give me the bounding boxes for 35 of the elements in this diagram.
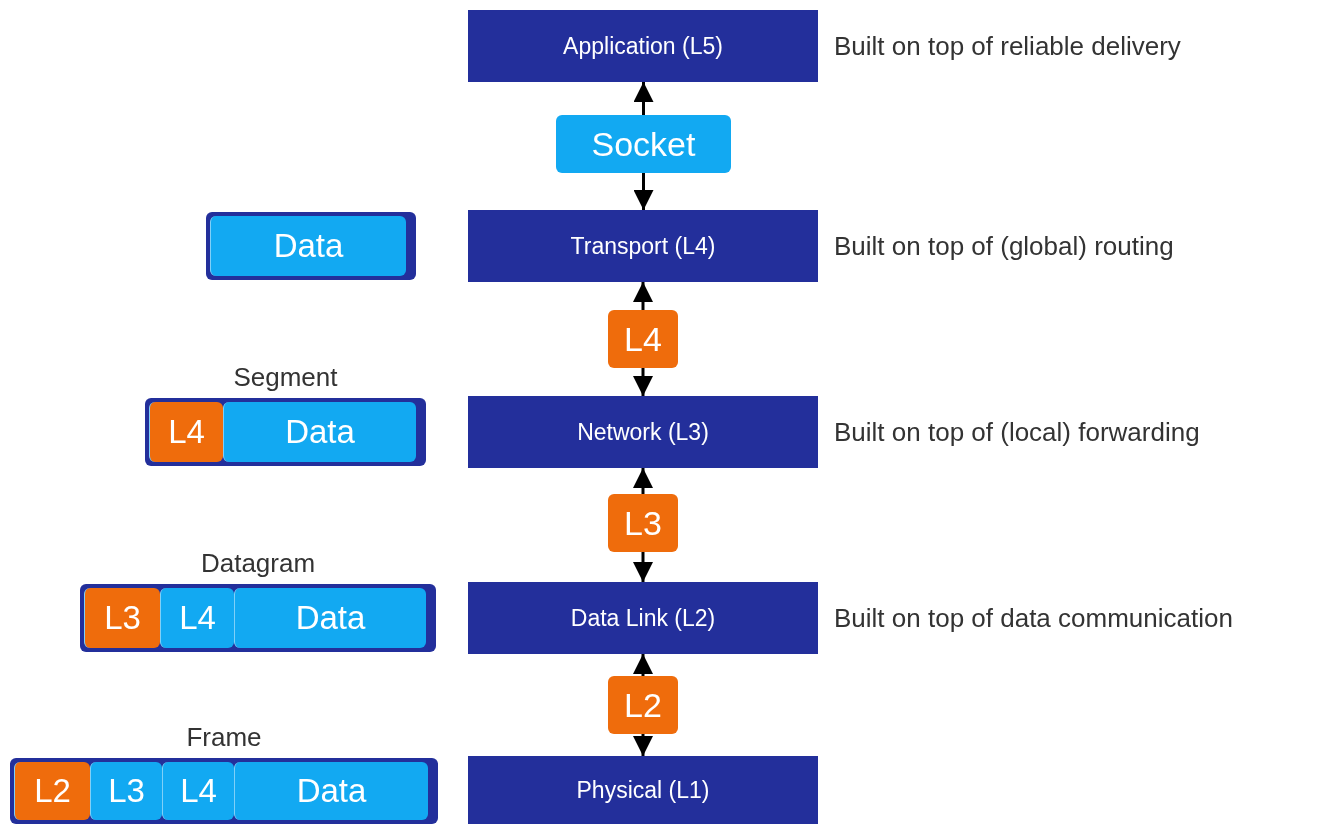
data-segment: Data (234, 762, 428, 820)
header-badge: L4 (608, 310, 678, 368)
arrow (633, 654, 653, 676)
layer-box: Physical (L1) (468, 756, 818, 824)
layer-box: Transport (L4) (468, 210, 818, 282)
header-segment: L4 (149, 402, 223, 462)
header-segment: L3 (84, 588, 160, 648)
layer-box: Network (L3) (468, 396, 818, 468)
arrow (633, 368, 653, 396)
data-segment: Data (234, 588, 426, 648)
header-badge: Socket (556, 115, 731, 173)
layer-description: Built on top of (global) routing (834, 229, 1174, 263)
arrow (633, 282, 653, 310)
data-segment: Data (223, 402, 416, 462)
arrow (633, 468, 653, 494)
header-badge: L2 (608, 676, 678, 734)
arrow (633, 734, 653, 756)
data-segment: Data (210, 216, 406, 276)
arrow (633, 82, 654, 115)
data-segment: L3 (90, 762, 162, 820)
packet-name: Segment (232, 361, 339, 394)
data-segment: L4 (160, 588, 234, 648)
layer-description: Built on top of data communication (834, 601, 1233, 635)
packet-name: Datagram (199, 547, 317, 580)
packet-name: Frame (185, 721, 263, 754)
packet-frame (206, 212, 416, 280)
layer-box: Data Link (L2) (468, 582, 818, 654)
layer-box: Application (L5) (468, 10, 818, 82)
layer-description: Built on top of reliable delivery (834, 29, 1181, 63)
layer-description: Built on top of (local) forwarding (834, 415, 1200, 449)
arrow (633, 173, 654, 210)
data-segment: L4 (162, 762, 234, 820)
header-badge: L3 (608, 494, 678, 552)
header-segment: L2 (14, 762, 90, 820)
arrow (633, 552, 653, 582)
